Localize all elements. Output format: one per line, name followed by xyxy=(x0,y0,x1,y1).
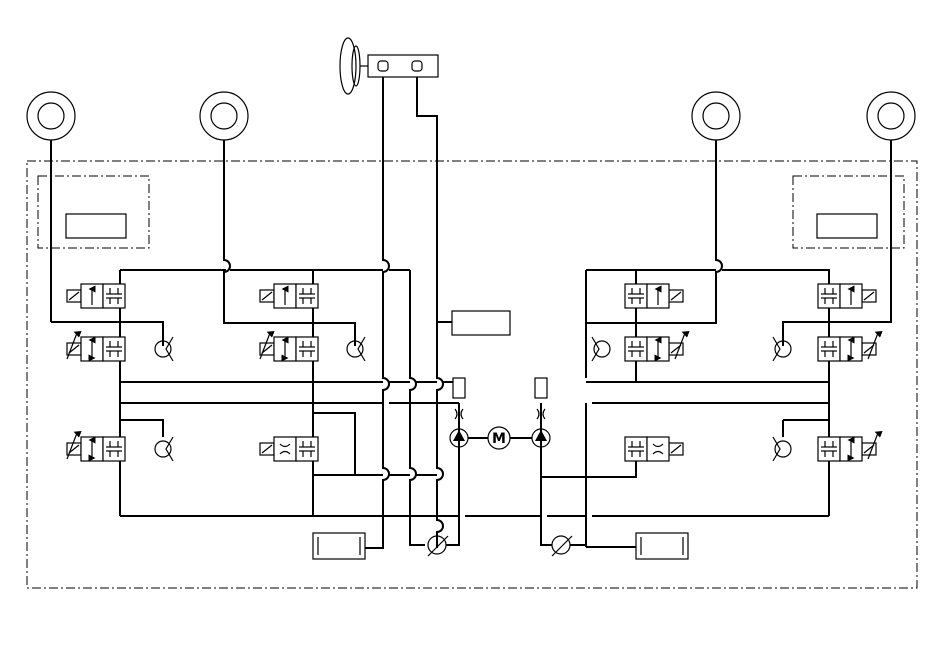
solenoid-valves xyxy=(66,283,883,462)
module-boundary xyxy=(26,160,918,589)
check-valve-switch-right xyxy=(772,436,792,462)
inlet-valve-rl xyxy=(259,283,319,309)
wheel-brake-rear-left xyxy=(199,91,249,141)
inlet-valve-fl xyxy=(66,283,126,309)
check-valve-fl xyxy=(154,336,174,362)
right-accumulator xyxy=(635,532,689,560)
pump-motor: M xyxy=(468,426,532,450)
switch-valve-right xyxy=(817,430,883,462)
wheel-brake-front-left xyxy=(26,91,76,141)
wheel-brake-rear-right xyxy=(691,91,741,141)
master-lines xyxy=(365,77,452,549)
hsv-left xyxy=(259,436,319,462)
wheel-lines xyxy=(50,140,892,346)
outlet-valve-fl xyxy=(66,330,126,362)
switch-valve-left xyxy=(66,430,126,462)
left-sensor-subboundary xyxy=(37,175,150,249)
inlet-valve-rr xyxy=(624,283,684,309)
check-valve-fr xyxy=(772,336,792,362)
check-valves xyxy=(154,336,792,462)
center-controller-box xyxy=(451,310,511,336)
check-valve-switch-left xyxy=(154,436,174,462)
left-pump xyxy=(449,377,469,448)
outlet-valve-rr xyxy=(624,330,690,362)
check-valve-rl xyxy=(346,336,366,362)
left-accumulator xyxy=(312,532,366,560)
outlet-valve-fr xyxy=(817,330,883,362)
left-sensor-box xyxy=(65,213,127,239)
right-return-check-valve xyxy=(551,535,573,557)
motor-label: M xyxy=(492,431,506,447)
check-valve-rr xyxy=(591,336,611,362)
hsv-right xyxy=(624,436,684,462)
master-cylinder xyxy=(339,37,439,95)
right-sensor-box xyxy=(816,213,878,239)
outlet-valve-rl xyxy=(259,330,319,362)
inlet-valve-fr xyxy=(817,283,877,309)
right-pump xyxy=(531,377,551,448)
wheel-brake-front-right xyxy=(866,91,916,141)
right-sensor-subboundary xyxy=(792,175,905,249)
